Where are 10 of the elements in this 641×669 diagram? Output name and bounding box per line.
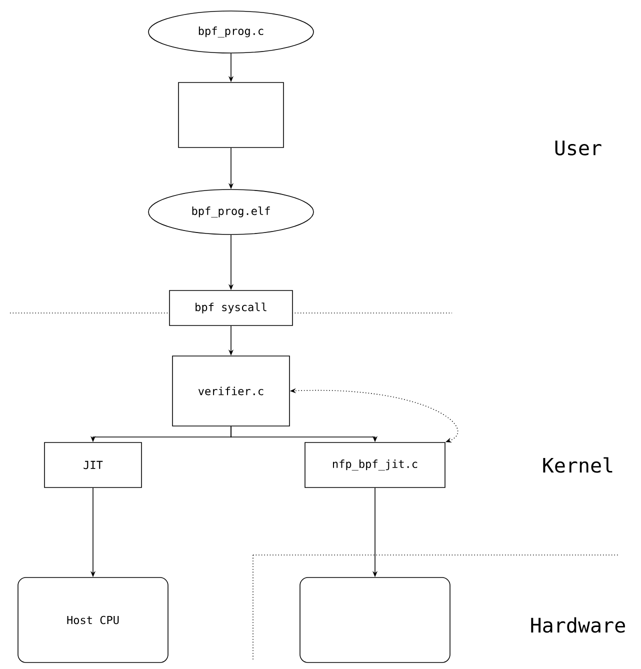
- process-box: verifier.c: [172, 356, 290, 426]
- layer-label: User: [555, 140, 602, 156]
- process-box: [178, 82, 284, 148]
- process-box: nfp_bpf_jit.c: [304, 442, 446, 488]
- layer-label: Hardware: [531, 617, 625, 633]
- hardware-box: [300, 577, 450, 663]
- process-box: JIT: [44, 442, 142, 488]
- layer-label: Kernel: [543, 457, 612, 473]
- process-box: bpf syscall: [169, 290, 293, 326]
- hardware-box: Host CPU: [18, 577, 168, 663]
